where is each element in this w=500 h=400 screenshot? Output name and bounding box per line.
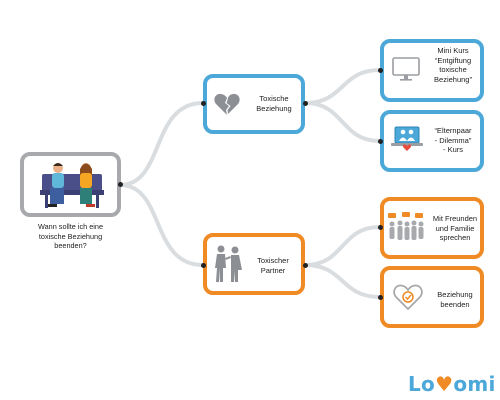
beziehung-beenden-label: Beziehung beenden	[437, 290, 473, 309]
mini-kurs-dot	[378, 68, 383, 73]
root-connector-dot	[118, 182, 123, 187]
connector-root-to-toxischer-partner	[118, 183, 205, 267]
heart-check-icon	[393, 284, 423, 311]
connector-beziehung-to-minikurs	[303, 68, 382, 105]
freunde-familie-label: Mit Freunden und Familie sprechen	[432, 214, 478, 242]
couple-on-bench-icon	[40, 163, 104, 208]
heart-icon: ♥	[435, 372, 454, 396]
broken-heart-icon	[214, 93, 240, 115]
toxische-beziehung-dot-left	[201, 101, 206, 106]
connector-partner-to-beenden	[303, 263, 382, 299]
toxischer-partner-dot-left	[201, 263, 206, 268]
mini-kurs-node	[380, 39, 484, 102]
toxischer-partner-dot-right	[303, 263, 308, 268]
talking-group-icon	[388, 212, 424, 240]
root-label: Wann sollte ich eine toxische Beziehung …	[37, 222, 104, 250]
mini-kurs-label: Mini Kurs “Entgiftung toxische Beziehung…	[434, 46, 472, 84]
lovomi-logo: Lo♥omi	[408, 372, 496, 396]
connector-beziehung-to-elternpaar	[303, 101, 382, 143]
toxischer-partner-label: Toxischer Partner	[257, 256, 289, 275]
elternpaar-kurs-dot	[378, 139, 383, 144]
toxische-beziehung-label: Toxische Beziehung	[256, 94, 292, 113]
elternpaar-kurs-label: “Elternpaar - Dilemma” - Kurs	[434, 126, 472, 154]
toxische-beziehung-dot-right	[303, 101, 308, 106]
root-node	[20, 152, 121, 217]
connector-partner-to-freunde	[303, 225, 382, 267]
connector-root-to-toxische-beziehung	[118, 101, 205, 187]
laptop-family-icon	[391, 126, 423, 151]
monitor-icon	[392, 57, 420, 81]
freunde-familie-dot	[378, 225, 383, 230]
beziehung-beenden-dot	[378, 295, 383, 300]
arguing-couple-icon	[215, 245, 242, 282]
